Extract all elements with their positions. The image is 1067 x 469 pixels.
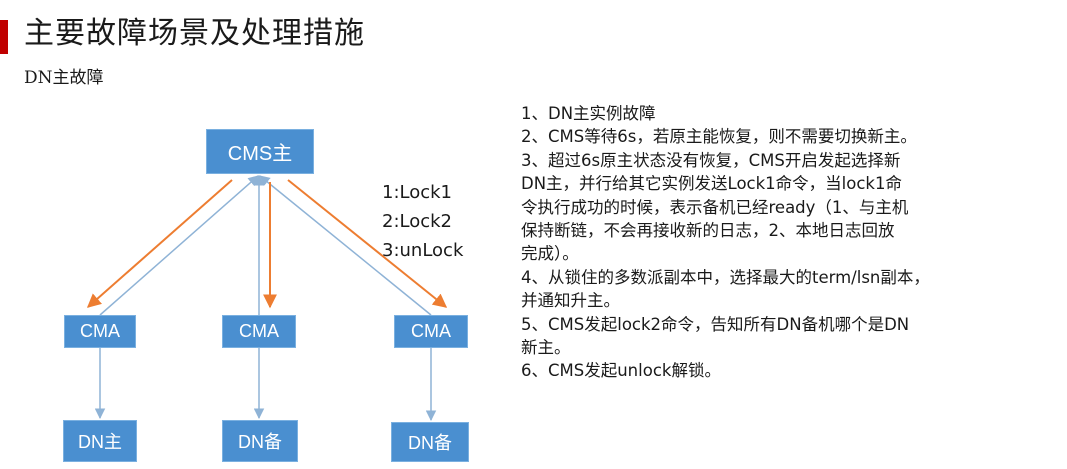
dn-standby-node-2: DN备 [391,422,469,462]
step-line: DN主，并行给其它实例发送Lock1命令，当lock1命 [521,174,902,194]
procedure-steps: 1、DN主实例故障 2、CMS等待6s，若原主能恢复，则不需要切换新主。 3、超… [521,102,1051,383]
step-line: 6、CMS发起unlock解锁。 [521,361,721,381]
title-accent-bar [0,20,8,54]
cma-node-2: CMA [222,315,296,348]
step-line: 并通知升主。 [521,291,620,311]
lock-label-3: 3:unLock [382,240,464,261]
page-subtitle: DN主故障 [24,68,104,88]
cms-primary-node: CMS主 [206,129,314,174]
lock-command-labels: 1:Lock1 2:Lock2 3:unLock [382,178,463,265]
step-line: 令执行成功的时候，表示备机已经ready（1、与主机 [521,197,909,217]
connector-cma1-to-cms [99,175,259,316]
dn-standby-node-1: DN备 [222,420,298,462]
step-line: 新主。 [521,338,571,358]
step-line: 2、CMS等待6s，若原主能恢复，则不需要切换新主。 [521,127,917,147]
step-line: 3、超过6s原主状态没有恢复，CMS开启发起选择新 [521,150,901,170]
lock-label-2: 2:Lock2 [382,211,453,232]
step-line: 完成）。 [521,244,579,264]
step-line: 4、从锁住的多数派副本中，选择最大的term/lsn副本， [521,267,930,287]
lock-label-1: 1:Lock1 [382,182,453,203]
step-line: 保持断链，不会再接收新的日志，2、本地日志回放 [521,221,895,241]
step-line: 5、CMS发起lock2命令，告知所有DN备机哪个是DN [521,314,910,334]
cma-node-1: CMA [64,315,136,348]
dn-primary-node: DN主 [63,420,137,462]
page-title: 主要故障场景及处理措施 [24,16,365,51]
command-cms-to-cma1 [86,179,233,308]
step-line: 1、DN主实例故障 [521,104,656,123]
cma-node-3: CMA [394,315,468,348]
